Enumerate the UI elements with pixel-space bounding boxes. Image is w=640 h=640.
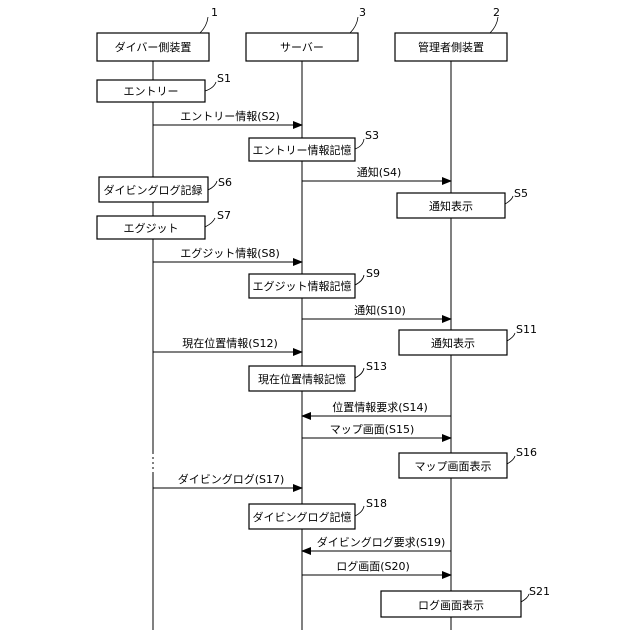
process-label-s11: 通知表示 (431, 336, 475, 350)
process-ref-leader-s16 (507, 456, 515, 464)
process-label-s1: エントリー (124, 85, 179, 98)
process-label-s18: ダイビングログ記憶 (253, 510, 352, 524)
message-label-s12: 現在位置情報(S12) (182, 336, 278, 350)
participant-diver-label: ダイバー側装置 (115, 40, 192, 54)
process-ref-leader-s13 (355, 368, 364, 378)
message-label-s17: ダイビングログ(S17) (178, 472, 285, 486)
process-ref-s11: S11 (516, 323, 537, 336)
participant-admin-ref: 2 (493, 6, 500, 19)
participant-diver-ref-leader (200, 17, 208, 33)
process-label-s7: エグジット (124, 221, 179, 235)
process-label-s16: マップ画面表示 (415, 459, 492, 473)
process-ref-leader-s6 (208, 181, 217, 190)
process-ref-leader-s1 (205, 82, 216, 91)
process-ref-s1: S1 (217, 72, 231, 85)
message-label-s15: マップ画面(S15) (330, 423, 415, 436)
participant-diver-ref: 1 (211, 6, 218, 19)
process-ref-leader-s7 (205, 218, 215, 227)
process-label-s9: エグジット情報記憶 (253, 279, 352, 293)
process-ref-leader-s3 (355, 139, 364, 149)
message-label-s10: 通知(S10) (354, 303, 406, 317)
process-ref-leader-s5 (505, 196, 513, 204)
process-ref-leader-s21 (521, 594, 529, 602)
process-ref-leader-s9 (355, 275, 364, 285)
process-ref-leader-s11 (507, 333, 515, 341)
process-ref-s9: S9 (366, 267, 380, 280)
participant-server-label: サーバー (280, 41, 324, 54)
process-label-s6: ダイビングログ記録 (104, 183, 203, 197)
message-label-s20: ログ画面(S20) (336, 559, 410, 573)
process-ref-s6: S6 (218, 176, 232, 189)
process-ref-s16: S16 (516, 446, 537, 459)
message-label-s2: エントリー情報(S2) (180, 110, 280, 123)
message-label-s4: 通知(S4) (357, 165, 402, 179)
process-ref-leader-s18 (355, 506, 364, 516)
process-label-s3: エントリー情報記憶 (253, 143, 352, 157)
process-ref-s18: S18 (366, 497, 387, 510)
process-ref-s3: S3 (365, 129, 379, 142)
process-ref-s13: S13 (366, 360, 387, 373)
participant-server-ref-leader (350, 17, 358, 33)
process-ref-s21: S21 (529, 585, 550, 598)
participant-admin-ref-leader (490, 17, 498, 33)
participant-admin-label: 管理者側装置 (418, 40, 484, 54)
message-label-s19: ダイビングログ要求(S19) (317, 535, 446, 549)
process-label-s5: 通知表示 (429, 199, 473, 213)
message-label-s8: エグジット情報(S8) (180, 246, 280, 260)
process-label-s21: ログ画面表示 (418, 598, 484, 612)
process-label-s13: 現在位置情報記憶 (258, 372, 346, 386)
message-label-s14: 位置情報要求(S14) (332, 400, 428, 414)
participant-server-ref: 3 (359, 6, 366, 19)
process-ref-s7: S7 (217, 209, 231, 222)
process-ref-s5: S5 (514, 187, 528, 200)
